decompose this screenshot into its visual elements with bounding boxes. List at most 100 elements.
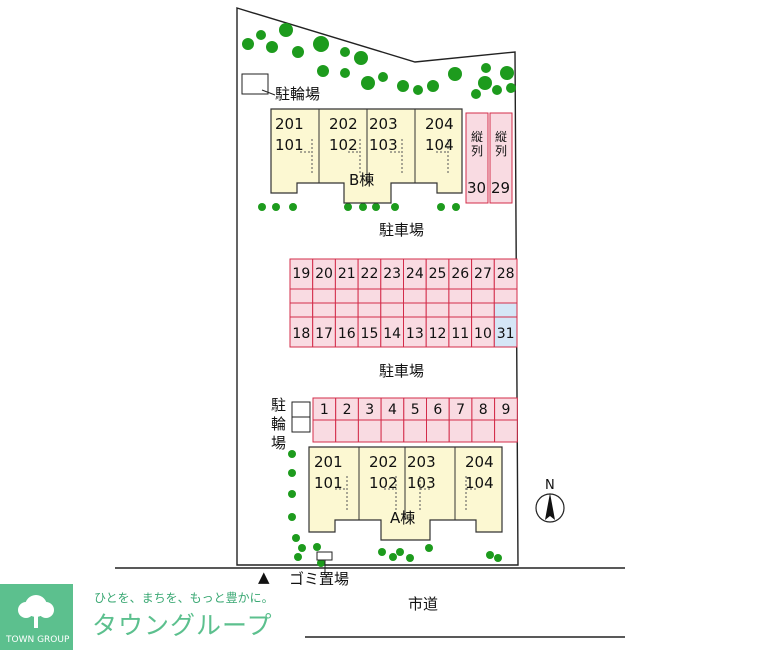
unit-label: 203 [407,453,436,471]
tree [294,553,302,561]
tree [471,89,481,99]
parking-number: 7 [456,402,465,418]
tree [256,30,266,40]
parking-number: 5 [411,402,420,418]
parking-space: 4 [380,397,405,443]
unit-label: 201 [314,453,343,471]
parking-space: 2 [335,397,359,443]
parking-number: 20 [315,266,333,282]
tree [313,36,329,52]
parking-number: 4 [388,402,397,418]
tree [389,553,397,561]
parking-space: 24 [403,258,427,304]
unit-label: 101 [275,136,304,154]
building-b: 201 202 203 204 101 102 103 104 B棟 [270,108,463,204]
parking-number: 28 [497,266,515,282]
parking-space: 8 [471,397,496,443]
entrance-marker: ▲ [258,568,270,586]
unit-label: 203 [369,115,398,133]
parking-number: 16 [338,326,356,342]
tree [292,46,304,58]
parking-number: 14 [383,326,401,342]
tree [288,490,296,498]
unit-label: 204 [465,453,494,471]
parking-space: 14 [380,302,404,348]
tree [448,67,462,81]
tate-number: 30 [467,179,486,197]
tree [359,203,367,211]
parking-number: 13 [406,326,424,342]
building-name: B棟 [349,171,374,189]
parking-space: 15 [357,302,382,348]
tree [288,513,296,521]
parking-number: 19 [292,266,310,282]
parking-space: 28 [493,258,518,304]
parking-number: 10 [474,326,492,342]
parking-number: 26 [451,266,469,282]
parking-space: 12 [425,302,450,348]
tree [437,203,445,211]
parking-space: 3 [357,397,382,443]
parking-space: 23 [380,258,404,304]
building-a: 201 202 203 204 101 102 103 104 A棟 [308,446,503,541]
tree [242,38,254,50]
tate-number: 29 [491,179,510,197]
parking-space: 22 [357,258,382,304]
bicycle-parking-top: 駐輪場 [241,73,320,103]
parking-number: 18 [292,326,310,342]
parking-space: 27 [471,258,495,304]
trees [242,23,516,567]
tree [413,85,423,95]
unit-label: 102 [329,136,358,154]
tree [317,559,325,567]
parking-space: 17 [312,302,336,348]
parking-label: 駐車場 [379,221,424,239]
unit-label: 103 [407,474,436,492]
tree [289,203,297,211]
parking-number: 25 [429,266,447,282]
tree [452,203,460,211]
tree [378,72,388,82]
parking-number: 23 [383,266,401,282]
parking-space: 6 [426,397,450,443]
parking-number: 8 [479,402,488,418]
tree [340,68,350,78]
tree [372,203,380,211]
unit-label: 104 [465,474,494,492]
tree [406,554,414,562]
parking-space: 5 [403,397,427,443]
tree [378,548,386,556]
parking-number: 6 [433,402,442,418]
unit-label: 204 [425,115,454,133]
tree [478,76,492,90]
parking-space: 26 [448,258,473,304]
tate-label: 列 [495,144,507,158]
unit-label: 102 [369,474,398,492]
brand-logo-text: TOWN GROUP [5,635,70,645]
tree [344,203,352,211]
tree [396,548,404,556]
unit-label: 202 [369,453,398,471]
parking-number: 17 [315,326,333,342]
bicycle-parking-side-char: 輪 [271,415,286,433]
tate-parking: 縦 列 縦 列 30 29 [465,112,513,204]
tree-logo-icon [18,595,54,628]
parking-number: 2 [343,402,352,418]
tree [427,80,439,92]
tree [272,203,280,211]
garbage-area: ▲ ゴミ置場 [258,551,349,588]
tree [279,23,293,37]
bicycle-parking-side-char: 場 [271,434,286,452]
tree [500,66,514,80]
garbage-label: ゴミ置場 [289,570,349,588]
tate-label: 縦 [495,130,507,144]
tree [340,47,350,57]
road-label: 市道 [408,595,438,613]
tate-label: 縦 [471,130,483,144]
tree [298,544,306,552]
tree [492,85,502,95]
parking-space: 16 [334,302,359,348]
parking-space: 21 [334,258,359,304]
